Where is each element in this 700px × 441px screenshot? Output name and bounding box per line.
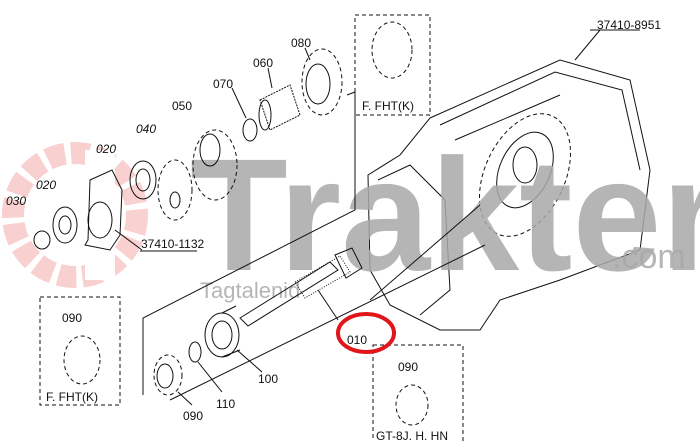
gear-080 <box>301 47 343 116</box>
gear-090 <box>153 354 193 406</box>
label-070[interactable]: 070 <box>213 77 233 91</box>
bearing-holder <box>84 169 197 252</box>
variant-label-bottom-right: GT-8J. H. HN <box>376 429 448 441</box>
label-040[interactable]: 040 <box>136 122 156 136</box>
label-100[interactable]: 100 <box>258 372 278 386</box>
ring-070 <box>231 87 258 142</box>
variant-label-top: F. FHT(K) <box>362 99 414 113</box>
label-060[interactable]: 060 <box>253 56 273 70</box>
pinion-shaft <box>239 247 363 327</box>
label-020-upper[interactable]: 020 <box>96 142 116 156</box>
bearing-020-upper <box>129 160 157 200</box>
ref-housing[interactable]: 37410-8951 <box>597 18 661 32</box>
leader-line <box>169 244 486 401</box>
label-020-lower[interactable]: 020 <box>36 178 56 192</box>
variant-gear-right <box>395 384 429 426</box>
variant-gear-top <box>371 21 413 79</box>
watermark-suffix: .com <box>612 238 686 276</box>
variant-gear-left <box>63 335 101 385</box>
watermark-brand: Trakter <box>190 125 700 304</box>
gear-040 <box>157 159 193 221</box>
variant-label-bottom-left: F. FHT(K) <box>46 390 98 404</box>
leader-line <box>369 204 481 301</box>
variant-box-top <box>354 14 431 116</box>
logo-watermark <box>2 142 148 288</box>
highlight-ring <box>336 312 396 354</box>
label-010[interactable]: 010 <box>347 333 367 347</box>
nut-030 <box>33 230 51 250</box>
label-030[interactable]: 030 <box>6 194 26 208</box>
label-080[interactable]: 080 <box>291 36 311 50</box>
label-090-left[interactable]: 090 <box>62 311 82 325</box>
transmission-housing <box>367 29 651 331</box>
bearing-020-lower <box>52 206 78 244</box>
label-090-right[interactable]: 090 <box>398 360 418 374</box>
label-110[interactable]: 110 <box>216 397 235 411</box>
label-090-bottom[interactable]: 090 <box>183 409 203 423</box>
bearing-100 <box>204 305 263 373</box>
ref-bearing-holder[interactable]: 37410-1132 <box>141 237 204 251</box>
assembly-bracket <box>142 91 356 395</box>
variant-box-bottom-right <box>372 344 464 441</box>
gear-050 <box>192 129 238 201</box>
sleeve-060 <box>258 67 301 131</box>
label-050[interactable]: 050 <box>172 99 192 113</box>
snap-ring-110 <box>188 341 202 363</box>
variant-box-bottom-left <box>39 296 121 406</box>
